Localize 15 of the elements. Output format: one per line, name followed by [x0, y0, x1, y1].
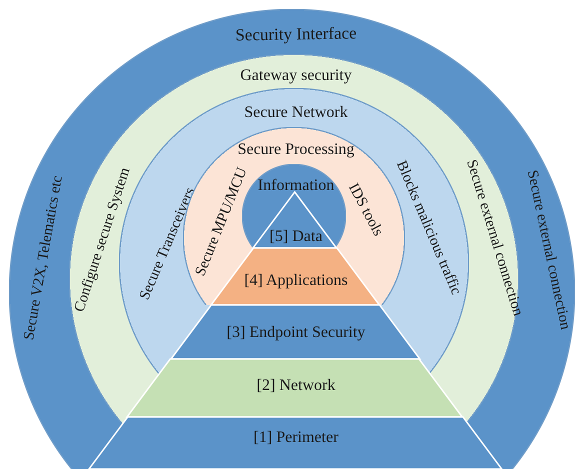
tier-label: [2] Network: [256, 378, 336, 394]
ring-label: Security Interface: [235, 24, 357, 44]
ring-label: Secure Network: [244, 105, 348, 121]
ring-label: Secure external connection: [463, 158, 525, 318]
pyramid-tier: [127, 359, 463, 417]
tier-label: [4] Applications: [244, 273, 348, 289]
ring-label: Gateway security: [240, 68, 352, 84]
ring-label: Information: [258, 178, 334, 194]
tier-label: [1] Perimeter: [254, 430, 338, 446]
ring-label: Secure external connection: [524, 169, 572, 331]
tier-label: [3] Endpoint Security: [226, 325, 366, 341]
ring-label: IDS tools: [344, 181, 386, 239]
ring-label: Secure Processing: [238, 142, 354, 158]
ring-label: Secure V2X, Telematics etc: [22, 174, 66, 342]
tier-label: [5] Data: [270, 229, 322, 245]
